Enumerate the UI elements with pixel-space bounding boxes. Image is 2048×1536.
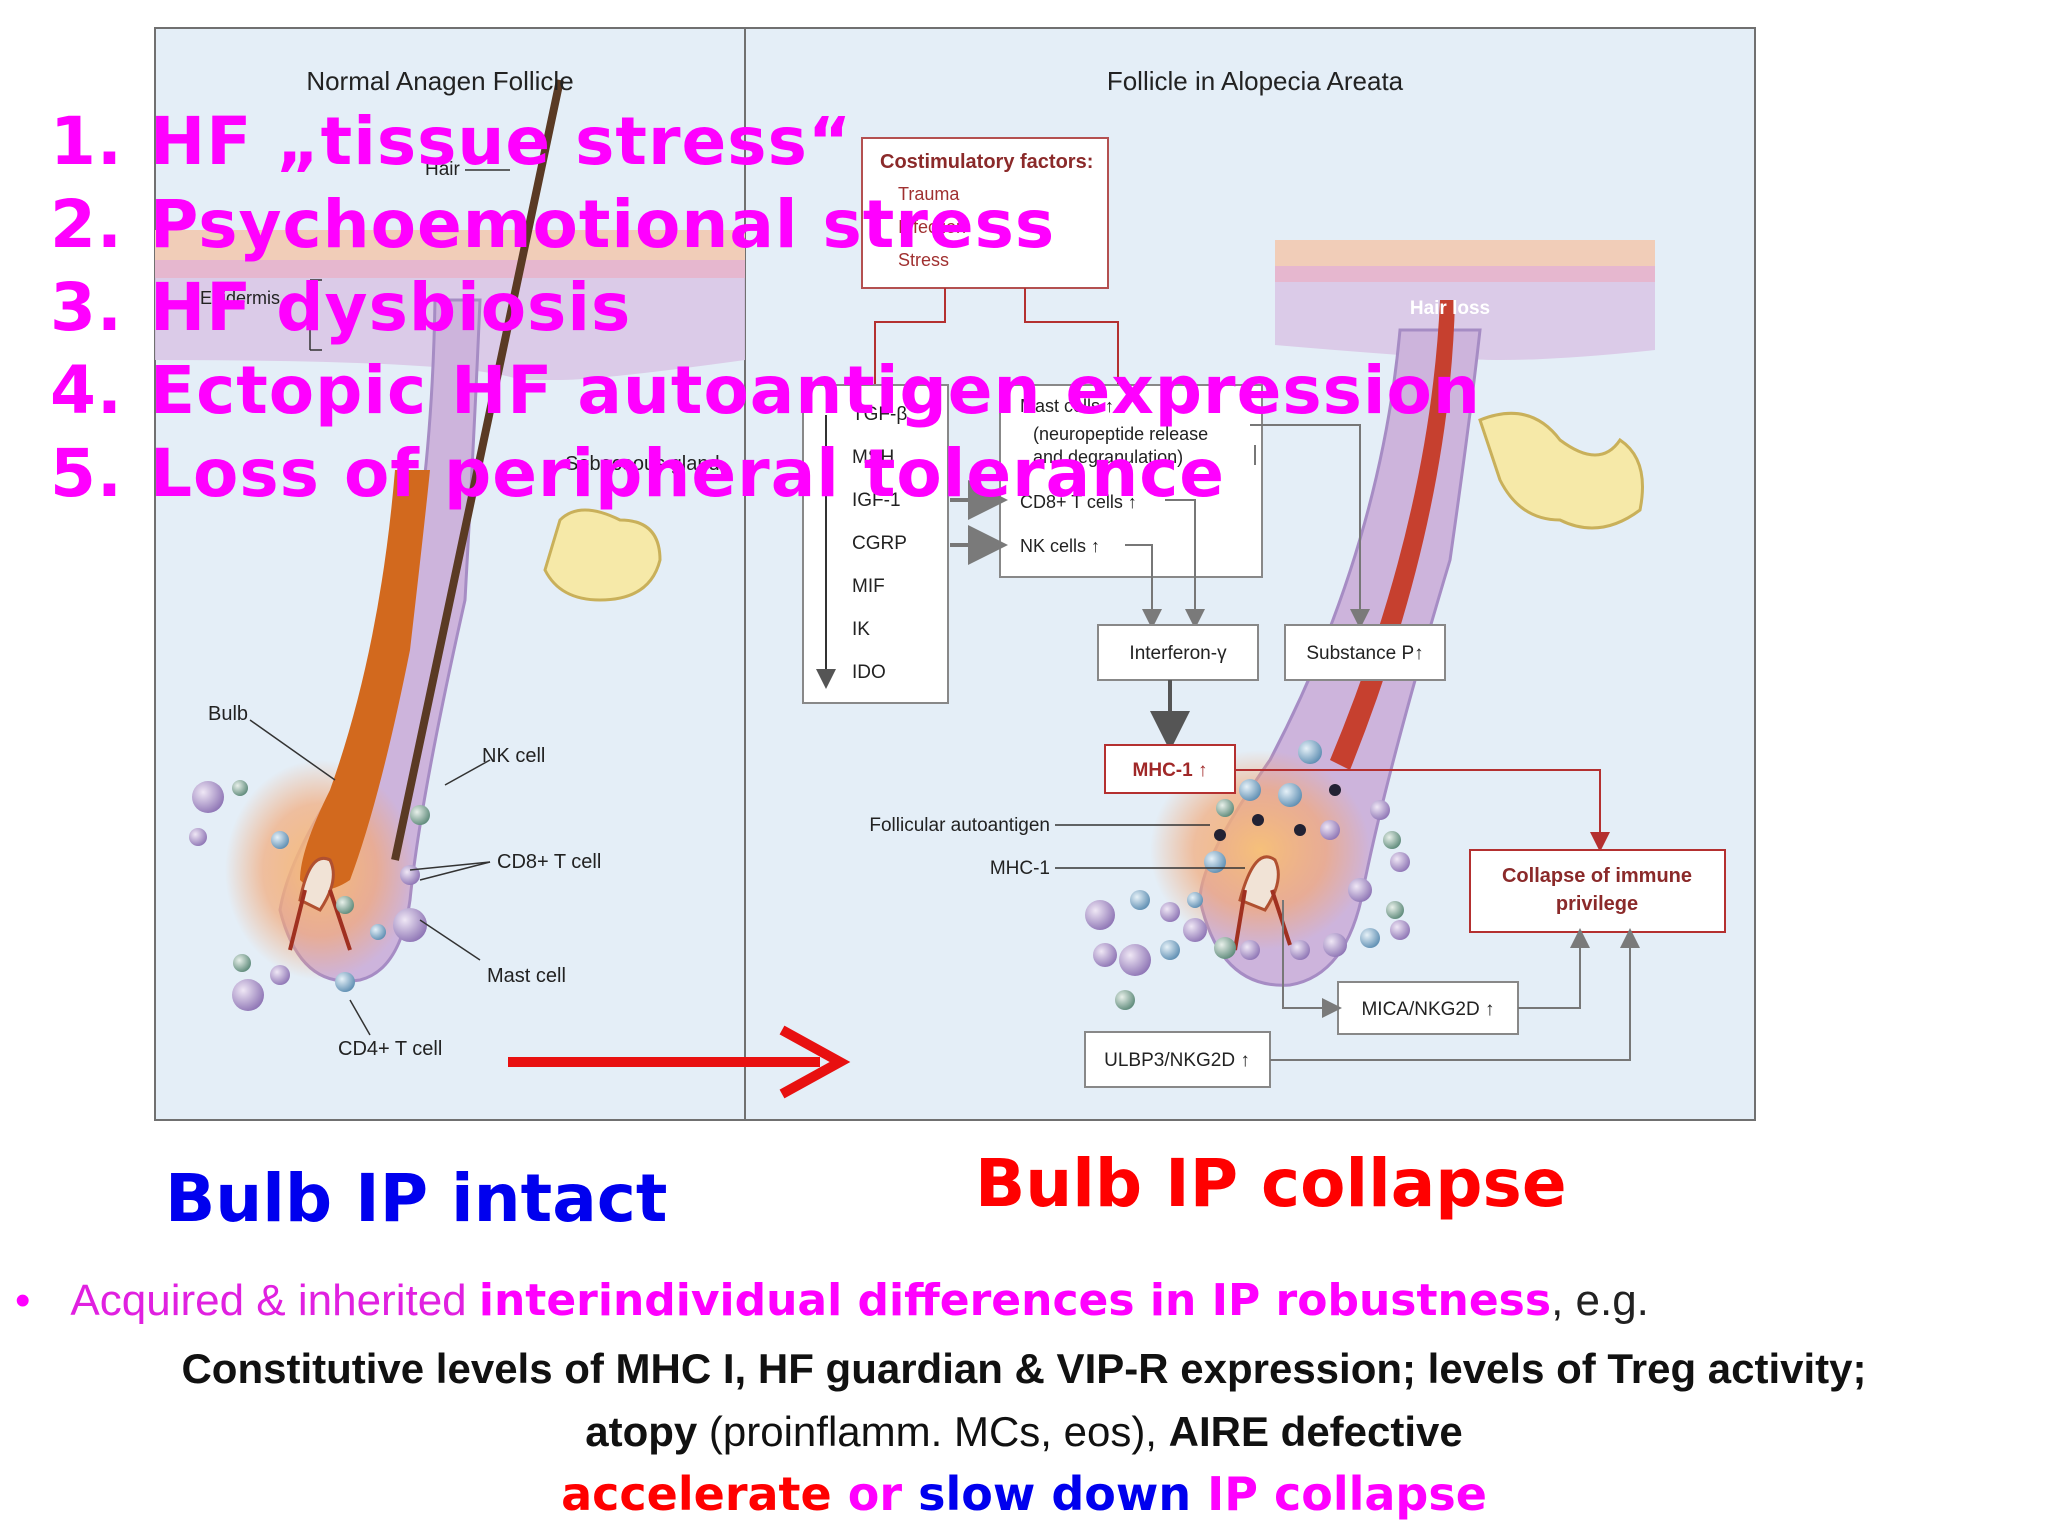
substance-p-label: Substance P↑ <box>1306 643 1423 664</box>
transition-arrow <box>508 1025 851 1099</box>
overlay-item-4: 4.Ectopic HF autoantigen expression <box>50 352 1481 429</box>
overlay-item-1: 1.HF „tissue stress“ <box>50 103 853 180</box>
atopy-detail: (proinflamm. MCs, eos), <box>697 1408 1169 1455</box>
mhc1-up-box: MHC-1 ↑ <box>1104 744 1236 794</box>
constitutive-levels-line: Constitutive levels of MHC I, HF guardia… <box>181 1345 1867 1392</box>
cells-mast-sub2: and degranulation) <box>1033 447 1183 467</box>
left-panel-title: Normal Anagen Follicle <box>306 66 573 96</box>
collapse-box: Collapse of immune privilege <box>1469 849 1726 933</box>
cells-to-output-arrows <box>1125 424 1370 629</box>
label-mast-cell: Mast cell <box>487 965 566 987</box>
right-panel-title: Follicle in Alopecia Areata <box>1107 66 1404 96</box>
mediator-to-cells-arrows <box>950 480 1008 565</box>
collapse-line2: privilege <box>1556 893 1638 915</box>
bullet-dot: • <box>15 1276 31 1325</box>
bullet-text-c: , e.g. <box>1551 1276 1649 1325</box>
left-sebaceous-gland <box>543 508 662 602</box>
mediator-mif: MIF <box>852 576 885 597</box>
ulbp3-box: ULBP3/NKG2D ↑ <box>1084 1031 1271 1088</box>
left-hair-shaft <box>391 79 564 861</box>
costim-item-stress: Stress <box>898 250 949 270</box>
word-or: or <box>831 1467 919 1521</box>
accelerate-line: accelerate or slow down IP collapse <box>0 1467 2048 1521</box>
collapse-line1: Collapse of immune <box>1502 865 1692 887</box>
label-mhc1: MHC-1 <box>990 858 1050 879</box>
label-nk-cell: NK cell <box>482 745 545 767</box>
right-skin <box>1275 240 1655 360</box>
caption-ip-collapse: Bulb IP collapse <box>975 1145 1567 1222</box>
mediator-igf1: IGF-1 <box>852 490 901 511</box>
label-follicular-autoantigen: Follicular autoantigen <box>869 815 1050 836</box>
overlay-item-3-text: HF dysbiosis <box>150 269 632 346</box>
left-follicle <box>225 298 662 983</box>
overlay-list: 1.HF „tissue stress“ 2.Psychoemotional s… <box>50 100 1481 515</box>
label-cd8-t-cell: CD8+ T cell <box>497 851 601 873</box>
word-ip-collapse: IP collapse <box>1191 1467 1487 1521</box>
mediator-msh: MSH <box>852 447 894 468</box>
cells-mast-sub: (neuropeptide release <box>1033 424 1208 444</box>
word-slow-down: slow down <box>918 1467 1192 1521</box>
overlay-item-1-text: HF „tissue stress“ <box>150 103 853 180</box>
atopy-line: atopy (proinflamm. MCs, eos), AIRE defec… <box>0 1408 2048 1456</box>
mediators-box <box>802 384 949 704</box>
overlay-item-2-text: Psychoemotional stress <box>150 186 1056 263</box>
atopy-word: atopy <box>585 1408 698 1455</box>
mediator-list: TGF-β MSH IGF-1 CGRP MIF IK IDO <box>852 404 907 683</box>
left-immune-cells <box>189 780 430 1011</box>
autoantigen-leaders <box>1055 824 1245 869</box>
costim-item-trauma: Trauma <box>898 184 960 204</box>
overlay-item-3: 3.HF dysbiosis <box>50 269 632 346</box>
label-hair: Hair <box>425 159 461 180</box>
bullet-text-b: interindividual differences in IP robust… <box>478 1275 1552 1326</box>
aire-defective: AIRE defective <box>1168 1408 1463 1455</box>
costimulatory-title: Costimulatory factors: <box>880 151 1093 173</box>
ulbp3-label: ULBP3/NKG2D ↑ <box>1104 1050 1250 1071</box>
costim-item-infection: Infection <box>898 217 966 237</box>
left-leader-lines <box>249 169 510 1036</box>
costim-connectors <box>874 288 1119 385</box>
overlay-item-5: 5.Loss of peripheral tolerance <box>50 435 1226 512</box>
mediator-cgrp: CGRP <box>852 533 907 554</box>
nkg2d-arrows <box>1270 900 1640 1061</box>
cells-mast: Mast cells ↑ <box>1020 396 1114 416</box>
mediator-ik: IK <box>852 619 870 640</box>
label-bulb: Bulb <box>208 703 248 725</box>
right-immune-cells <box>1085 740 1410 1010</box>
mhc-to-collapse-arrow <box>1235 769 1610 852</box>
substance-p-box: Substance P↑ <box>1284 624 1446 681</box>
mica-label: MICA/NKG2D ↑ <box>1361 999 1494 1020</box>
word-accelerate: accelerate <box>561 1467 832 1521</box>
label-epidermis: Epidermis <box>200 288 280 308</box>
mhc1-up-label: MHC-1 ↑ <box>1133 760 1208 781</box>
caption-ip-intact: Bulb IP intact <box>165 1160 668 1237</box>
mediator-tgf: TGF-β <box>852 404 907 425</box>
label-hair-loss: Hair loss <box>1410 298 1490 319</box>
bullet-text-a: Acquired & inherited <box>70 1276 479 1325</box>
overlay-item-2: 2.Psychoemotional stress <box>50 186 1056 263</box>
label-sebaceous-gland: Sebaceous gland <box>565 453 720 475</box>
overlay-item-4-text: Ectopic HF autoantigen expression <box>150 352 1481 429</box>
cells-cd8: CD8+ T cells ↑ <box>1020 492 1137 512</box>
cells-nk: NK cells ↑ <box>1020 536 1100 556</box>
costimulatory-box: Costimulatory factors: Trauma Infection … <box>861 137 1109 289</box>
bullet-line: • Acquired & inherited interindividual di… <box>15 1275 1649 1326</box>
right-sebaceous-gland <box>1478 411 1644 530</box>
overlay-item-5-text: Loss of peripheral tolerance <box>150 435 1226 512</box>
interferon-box: Interferon-γ <box>1097 624 1259 681</box>
label-cd4-t-cell: CD4+ T cell <box>338 1038 442 1060</box>
interferon-label: Interferon-γ <box>1129 643 1227 664</box>
mediator-ido: IDO <box>852 662 886 683</box>
mica-box: MICA/NKG2D ↑ <box>1337 981 1519 1035</box>
